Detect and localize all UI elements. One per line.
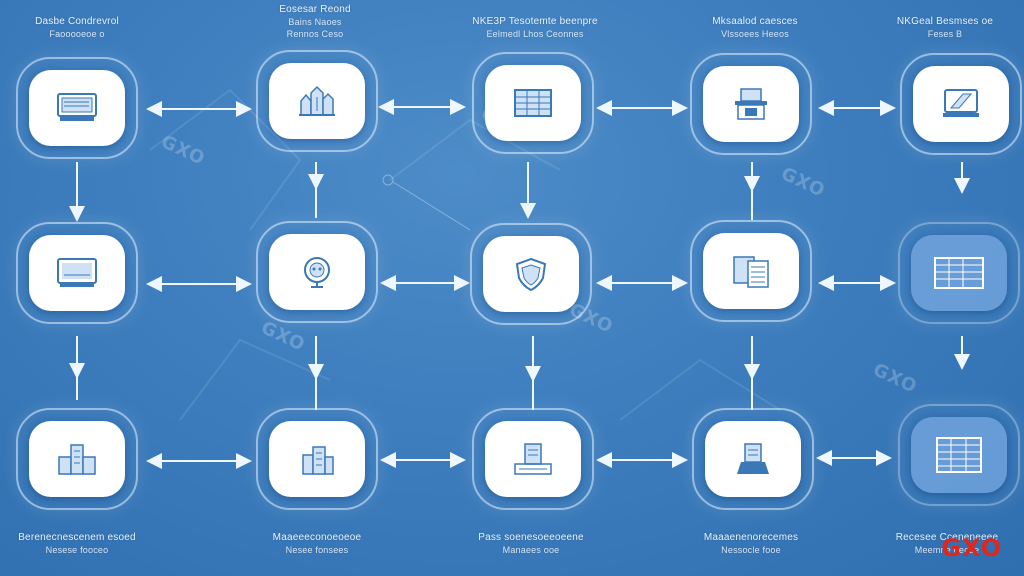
node-display — [16, 222, 138, 324]
tablet-icon — [943, 89, 979, 117]
node-card — [703, 66, 799, 142]
node-card — [269, 63, 365, 139]
caption-line: Nesese fooceo — [45, 545, 109, 555]
node-buildings — [16, 408, 138, 510]
node-card — [911, 235, 1007, 311]
node-terminal — [692, 408, 814, 510]
caption-line: Faooooeoe o — [49, 29, 105, 39]
node-card — [485, 421, 581, 497]
caption-line: Eelmedl Lhos Ceonnes — [486, 29, 584, 39]
footer-caption-4: Maaaenenorecemes Nessocle fooe — [676, 532, 826, 556]
footer-caption-3: Pass soenesoeeoeene Manaees ooe — [456, 532, 606, 556]
node-card — [703, 233, 799, 309]
display-icon — [57, 258, 97, 287]
footer-caption-1: Berenecnescenem esoed Nesese fooceo — [2, 532, 152, 556]
node-spreadsheet — [472, 52, 594, 154]
data-table-icon — [934, 257, 984, 289]
node-card — [269, 234, 365, 310]
caption-line: Nesee fonsees — [285, 545, 349, 555]
robot-icon — [304, 257, 330, 288]
caption-line: Maaeeeconoeoeoe — [272, 532, 362, 543]
spreadsheet-icon — [514, 89, 552, 117]
node-shield — [470, 223, 592, 325]
caption-line: Feses B — [927, 29, 963, 39]
header-caption-5: NKGeal Besmses oe Feses B — [870, 16, 1020, 40]
footer-caption-2: Maaeeeconoeoeoe Nesee fonsees — [242, 532, 392, 556]
buildings-icon — [58, 444, 96, 475]
caption-line: Maaaenenorecemes — [703, 532, 799, 543]
shield-icon — [515, 257, 547, 292]
terminal-icon — [737, 443, 769, 474]
node-card — [911, 417, 1007, 493]
city-icon — [299, 85, 335, 116]
caption-line: Recesee Cceneneeee — [895, 532, 999, 543]
header-caption-4: Mksaalod caesces Vlssoees Heeos — [680, 16, 830, 40]
header-caption-2: Eosesar Reond Bains Naoes Rennos Ceso — [240, 4, 390, 40]
monitor-icon — [57, 93, 97, 121]
caption-line: Meemne eecoe — [914, 545, 980, 555]
node-city — [256, 50, 378, 152]
node-data-table — [898, 222, 1020, 324]
footer-caption-5: Recesee Cceneneeee Meemne eecoe — [872, 532, 1022, 556]
kiosk-icon — [735, 88, 767, 120]
caption-line: Bains Naoes — [288, 17, 342, 27]
node-server — [472, 408, 594, 510]
caption-line: Pass soenesoeeoeene — [478, 532, 584, 543]
node-kiosk — [690, 53, 812, 155]
node-tablet — [900, 53, 1022, 155]
caption-line: Dasbe Condrevrol — [35, 16, 119, 27]
brand-logo: GXO — [941, 534, 1002, 562]
header-caption-1: Dasbe Condrevrol Faooooeoe o — [2, 16, 152, 40]
caption-line: Nessocle fooe — [721, 545, 781, 555]
caption-line: Berenecnescenem esoed — [18, 532, 136, 543]
node-monitor — [16, 57, 138, 159]
node-card — [485, 65, 581, 141]
node-card — [29, 70, 125, 146]
node-card — [705, 421, 801, 497]
caption-line: NKE3P Tesotemte beenpre — [472, 16, 598, 27]
node-robot — [256, 221, 378, 323]
caption-line: NKGeal Besmses oe — [896, 16, 994, 27]
node-grid — [898, 404, 1020, 506]
server-icon — [514, 443, 552, 475]
node-card — [269, 421, 365, 497]
node-tower — [256, 408, 378, 510]
grid-icon — [936, 437, 982, 473]
node-card — [29, 235, 125, 311]
caption-line: Eosesar Reond — [279, 4, 351, 15]
node-card — [29, 421, 125, 497]
header-caption-3: NKE3P Tesotemte beenpre Eelmedl Lhos Ceo… — [455, 16, 615, 40]
node-documents — [690, 220, 812, 322]
caption-line: Manaees ooe — [502, 545, 560, 555]
node-card — [483, 236, 579, 312]
node-card — [913, 66, 1009, 142]
caption-line: Rennos Ceso — [286, 29, 344, 39]
documents-icon — [733, 256, 769, 288]
caption-line: Vlssoees Heeos — [721, 29, 789, 39]
caption-line: Mksaalod caesces — [712, 16, 798, 27]
tower-icon — [302, 446, 334, 475]
